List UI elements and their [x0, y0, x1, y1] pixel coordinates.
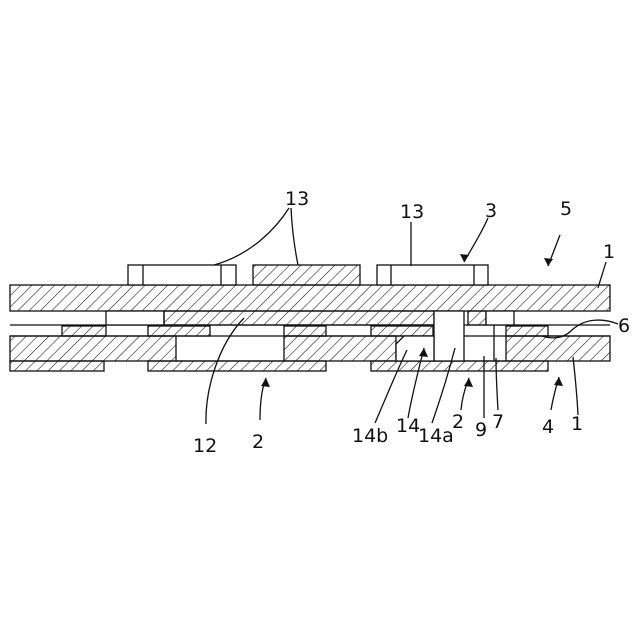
- label-6: 6: [618, 315, 630, 337]
- label-4: 4: [542, 416, 554, 438]
- label-2-left: 2: [252, 431, 264, 453]
- pad-right-hatched: [468, 311, 486, 325]
- connector-post: [434, 311, 464, 361]
- label-9: 9: [475, 419, 487, 441]
- pad-left-plain: [106, 311, 164, 325]
- lower-core-c: [506, 336, 610, 361]
- label-12: 12: [193, 435, 217, 457]
- lower-bottom-pad-1: [10, 361, 104, 371]
- chip-center-hatched: [253, 265, 360, 285]
- chip-13-left: [128, 265, 236, 285]
- chip-13-right: [377, 265, 488, 285]
- label-7: 7: [492, 411, 504, 433]
- connector-foot: [396, 336, 434, 361]
- label-1-top: 1: [603, 241, 615, 263]
- lower-core-a: [10, 336, 176, 361]
- lower-core-b: [284, 336, 396, 361]
- lower-top-pad-4: [371, 326, 433, 336]
- lower-top-pad-1: [62, 326, 106, 336]
- pad-right-plain: [486, 311, 514, 325]
- upper-top-components: [128, 265, 488, 285]
- label-3: 3: [485, 200, 497, 222]
- label-14b: 14b: [352, 425, 388, 447]
- label-1-bottom: 1: [571, 413, 583, 435]
- upper-substrate: [10, 285, 610, 311]
- lower-top-pad-2: [148, 326, 210, 336]
- conductor-12: [164, 311, 434, 325]
- label-13-right: 13: [400, 201, 424, 223]
- lower-top-pad-5: [506, 326, 548, 336]
- label-14a: 14a: [418, 425, 454, 447]
- label-2-right: 2: [452, 411, 464, 433]
- lower-substrate: [10, 326, 610, 371]
- label-5: 5: [560, 198, 572, 220]
- label-13-left: 13: [285, 188, 309, 210]
- lower-top-pad-3: [284, 326, 326, 336]
- lower-bottom-pad-2: [148, 361, 326, 371]
- upper-bottom-layer: [10, 311, 610, 325]
- label-14: 14: [396, 415, 420, 437]
